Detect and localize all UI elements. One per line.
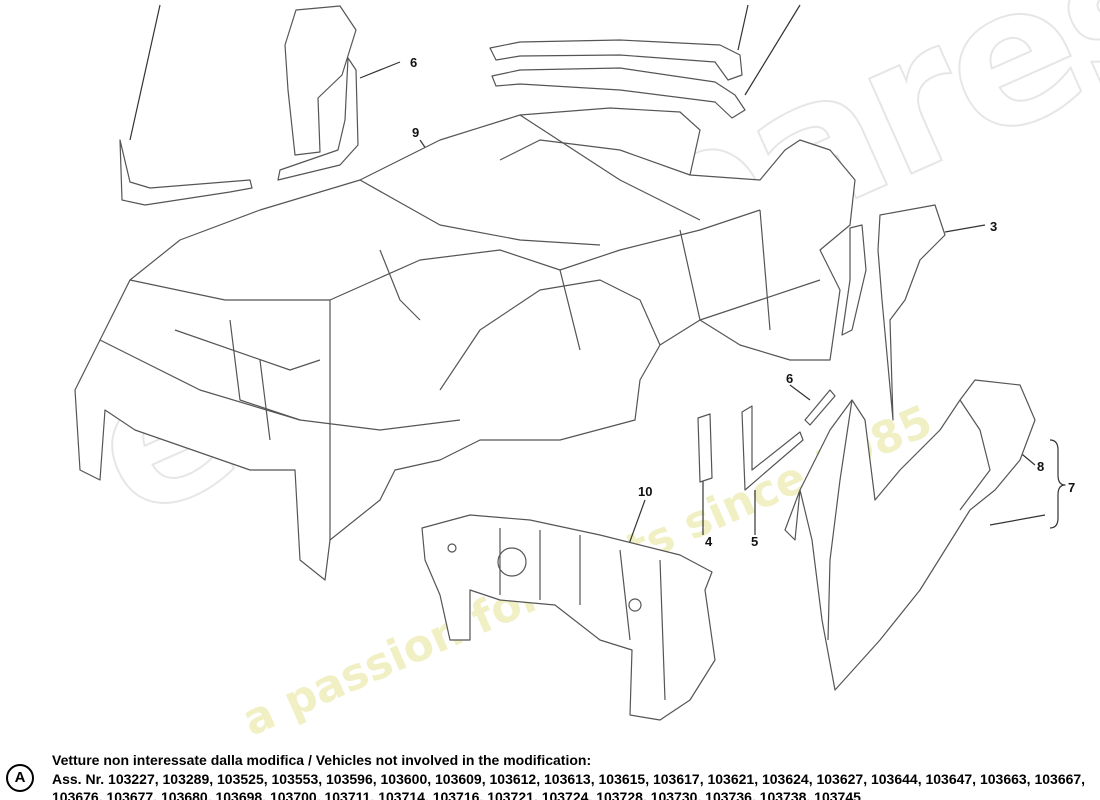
leader-line: [737, 4, 749, 51]
leader-line: [359, 61, 401, 79]
callout-10: 10: [638, 484, 653, 499]
callout-3: 3: [990, 219, 998, 234]
leader-line: [789, 384, 811, 401]
callout-4: 4: [705, 534, 713, 549]
note-vehicle-list: Ass. Nr. 103227, 103289, 103525, 103553,…: [52, 771, 1086, 800]
bracket-7: [1049, 439, 1066, 529]
leader-line: [744, 4, 801, 96]
rear-outer-quarter: [784, 379, 1036, 691]
roof-rail-upper: [489, 39, 743, 81]
leader-line: [944, 224, 986, 233]
callout-8: 8: [1037, 459, 1045, 474]
trim-piece-4: [697, 413, 713, 483]
callout-7: 7: [1068, 480, 1076, 495]
callout-6-top: 6: [410, 55, 418, 70]
seal-strip-5: [741, 405, 804, 491]
leader-line: [989, 514, 1046, 526]
windshield-strip: [277, 57, 359, 181]
callout-9: 9: [412, 125, 420, 140]
modification-note: A Vetture non interessate dalla modifica…: [0, 750, 1100, 800]
callout-6-right: 6: [786, 371, 794, 386]
b-pillar-strip: [841, 224, 867, 336]
seal-strip-6-rear: [804, 389, 836, 426]
firewall-panel: [421, 514, 716, 721]
callout-5: 5: [751, 534, 759, 549]
note-title: Vetture non interessate dalla modifica /…: [52, 752, 592, 768]
leader-line: [129, 4, 161, 141]
roof-rail-lower: [491, 67, 746, 119]
rear-inner-panel: [877, 204, 946, 421]
body-in-white: [74, 107, 856, 581]
a-pillar-panel: [119, 139, 253, 206]
a-pillar-bracket: [284, 5, 357, 156]
note-badge: A: [6, 764, 34, 792]
parts-diagram: [74, 4, 1066, 721]
